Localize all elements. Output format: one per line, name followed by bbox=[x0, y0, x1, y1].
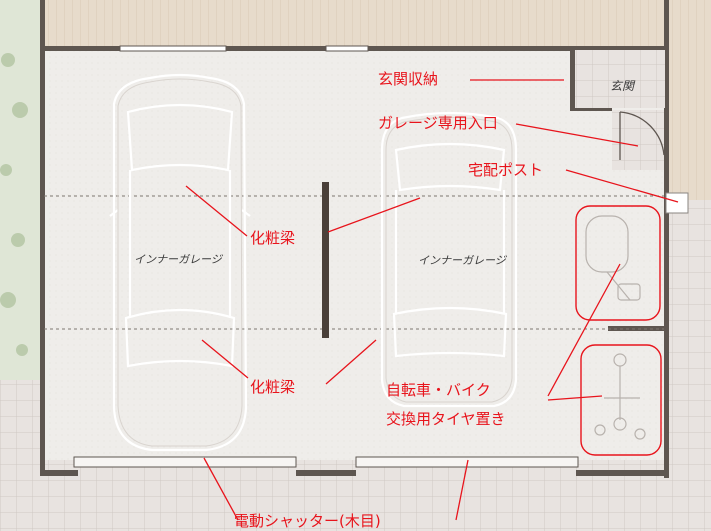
bike-area-boxes bbox=[575, 205, 662, 456]
delivery-box-icon bbox=[665, 192, 689, 214]
car-left bbox=[109, 73, 251, 452]
bike-label-line2: 交換用タイヤ置き bbox=[386, 410, 506, 428]
genkan-storage-label: 玄関収納 bbox=[378, 70, 439, 88]
beam-label-upper: 化粧梁 bbox=[250, 229, 296, 247]
delivery-box-label: 宅配ポスト bbox=[468, 161, 544, 179]
car-right bbox=[380, 111, 518, 408]
garage-floor bbox=[44, 50, 668, 460]
annotation-leaders bbox=[185, 79, 679, 521]
center-post bbox=[322, 182, 329, 338]
garden-foliage bbox=[0, 53, 28, 356]
garage-entrance-floor bbox=[612, 110, 664, 170]
top-windows bbox=[119, 45, 369, 52]
bike-label-line1: 自転車・バイク bbox=[386, 381, 491, 399]
entrance-door-swing bbox=[619, 111, 665, 160]
genkan-floor bbox=[575, 50, 665, 108]
right-wood-floor bbox=[666, 0, 711, 200]
car-left-shadow bbox=[117, 78, 243, 447]
car-right-label: インナーガレージ bbox=[418, 254, 506, 267]
genkan-label: 玄関 bbox=[610, 79, 635, 93]
upper-room-wood-floor bbox=[44, 0, 666, 48]
bike-drawing bbox=[585, 215, 646, 440]
car-left-label: インナーガレージ bbox=[134, 253, 222, 266]
beam-dotted-lines bbox=[44, 195, 664, 330]
beam-label-lower: 化粧梁 bbox=[250, 378, 296, 396]
shutter-label: 電動シャッター(木目) bbox=[234, 512, 381, 530]
car-right-shadow bbox=[385, 117, 513, 403]
garage-entrance-label: ガレージ専用入口 bbox=[378, 114, 498, 132]
